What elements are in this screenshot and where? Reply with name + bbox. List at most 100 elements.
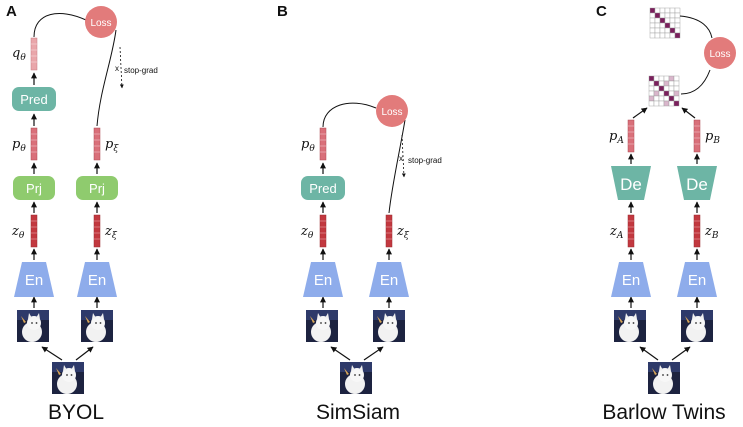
z-vector-left <box>627 214 635 248</box>
matrix-cell <box>648 90 655 97</box>
label-z-xi: zξ <box>104 224 118 241</box>
loss-label: Loss <box>90 18 111 29</box>
loss-node: Loss <box>85 6 117 38</box>
arrow-up-icon <box>681 107 696 119</box>
matrix-cell <box>648 100 655 107</box>
matrix-cell <box>659 12 666 19</box>
label-z-a: zA <box>609 224 624 241</box>
matrix-cell <box>649 7 656 14</box>
cat-photo-icon <box>614 310 646 342</box>
decoder-left: De <box>611 166 651 200</box>
cat-photo-icon <box>373 310 405 342</box>
matrix-cell <box>653 90 660 97</box>
matrix-cell <box>654 32 661 39</box>
matrix-cell <box>674 7 681 14</box>
stop-grad-cross: x <box>399 154 403 163</box>
matrix-cell <box>648 95 655 102</box>
stop-grad-label: stop-grad <box>408 156 442 165</box>
projector-left: Prj <box>13 176 55 200</box>
label-p-theta: pθ <box>12 137 26 154</box>
panel-simsiam: B SimSiam En En zθ zξ <box>277 3 442 424</box>
label-p-theta: pθ <box>301 137 315 154</box>
matrix-cell <box>658 100 665 107</box>
loss-connector <box>388 119 406 214</box>
matrix-cell <box>664 27 671 34</box>
loss-connector <box>322 102 377 128</box>
matrix-cell <box>663 80 670 87</box>
loss-connector <box>679 15 713 39</box>
label-q-theta: qθ <box>12 46 26 63</box>
matrix-cell <box>658 95 665 102</box>
encoder-right: En <box>677 262 717 297</box>
matrix-cell <box>653 85 660 92</box>
p-vector-left <box>627 119 635 153</box>
arrow-up-icon <box>632 107 648 119</box>
matrix-cell <box>669 27 676 34</box>
matrix-cell <box>649 27 656 34</box>
cat-photo-icon <box>681 310 713 342</box>
matrix-cell <box>669 32 676 39</box>
matrix-cell <box>669 17 676 24</box>
loss-node: Loss <box>376 95 408 127</box>
matrix-cell <box>653 80 660 87</box>
matrix-cell <box>674 17 681 24</box>
matrix-cell <box>663 90 670 97</box>
matrix-cell <box>668 80 675 87</box>
panel-letter-b: B <box>277 3 288 20</box>
matrix-cell <box>664 32 671 39</box>
matrix-cell <box>673 80 680 87</box>
panel-letter-a: A <box>6 3 17 20</box>
stop-grad-cross: x <box>115 64 119 73</box>
matrix-cell <box>653 100 660 107</box>
matrix-cell <box>658 85 665 92</box>
loss-label: Loss <box>709 49 730 60</box>
matrix-cell <box>649 12 656 19</box>
stop-grad-label: stop-grad <box>124 66 158 75</box>
cat-photo-icon <box>306 310 338 342</box>
cat-photo-icon <box>648 362 680 394</box>
decoder-right: De <box>677 166 717 200</box>
label-z-theta: zθ <box>300 224 314 241</box>
z-vector-left <box>319 214 327 248</box>
cross-correlation-matrix <box>648 75 680 107</box>
arrow-up-icon <box>363 346 384 361</box>
encoder-right: En <box>77 262 117 297</box>
encoder-label: En <box>88 272 106 289</box>
cat-photo-icon <box>52 362 84 394</box>
p-vector-left <box>30 127 38 161</box>
cat-photo-icon <box>81 310 113 342</box>
matrix-cell <box>658 90 665 97</box>
encoder-left: En <box>303 262 343 297</box>
matrix-cell <box>673 100 680 107</box>
matrix-cell <box>673 90 680 97</box>
matrix-cell <box>664 22 671 29</box>
matrix-cell <box>673 75 680 82</box>
matrix-cell <box>648 80 655 87</box>
matrix-cell <box>659 27 666 34</box>
p-vector-right <box>93 127 101 161</box>
matrix-cell <box>653 95 660 102</box>
identity-matrix <box>649 7 681 39</box>
arrow-up-icon <box>75 346 94 361</box>
matrix-cell <box>674 22 681 29</box>
predictor: Pred <box>301 176 345 200</box>
loss-node: Loss <box>704 37 736 69</box>
predictor: Pred <box>12 87 56 111</box>
loss-connector <box>33 13 87 38</box>
encoder-label: En <box>688 272 706 289</box>
panel-byol: A BYOL En En zθ zξ <box>6 3 158 424</box>
cat-photo-icon <box>340 362 372 394</box>
z-vector-left <box>30 214 38 248</box>
label-p-a: pA <box>609 129 624 146</box>
matrix-cell <box>663 75 670 82</box>
matrix-cell <box>674 32 681 39</box>
matrix-cell <box>654 27 661 34</box>
predictor-label: Pred <box>20 92 47 107</box>
matrix-cell <box>674 12 681 19</box>
matrix-cell <box>648 75 655 82</box>
panel-barlow-twins: C Barlow Twins En En zA zB <box>596 3 736 424</box>
projector-right: Prj <box>76 176 118 200</box>
matrix-cell <box>648 85 655 92</box>
matrix-cell <box>659 32 666 39</box>
arrow-up-icon <box>639 346 659 361</box>
